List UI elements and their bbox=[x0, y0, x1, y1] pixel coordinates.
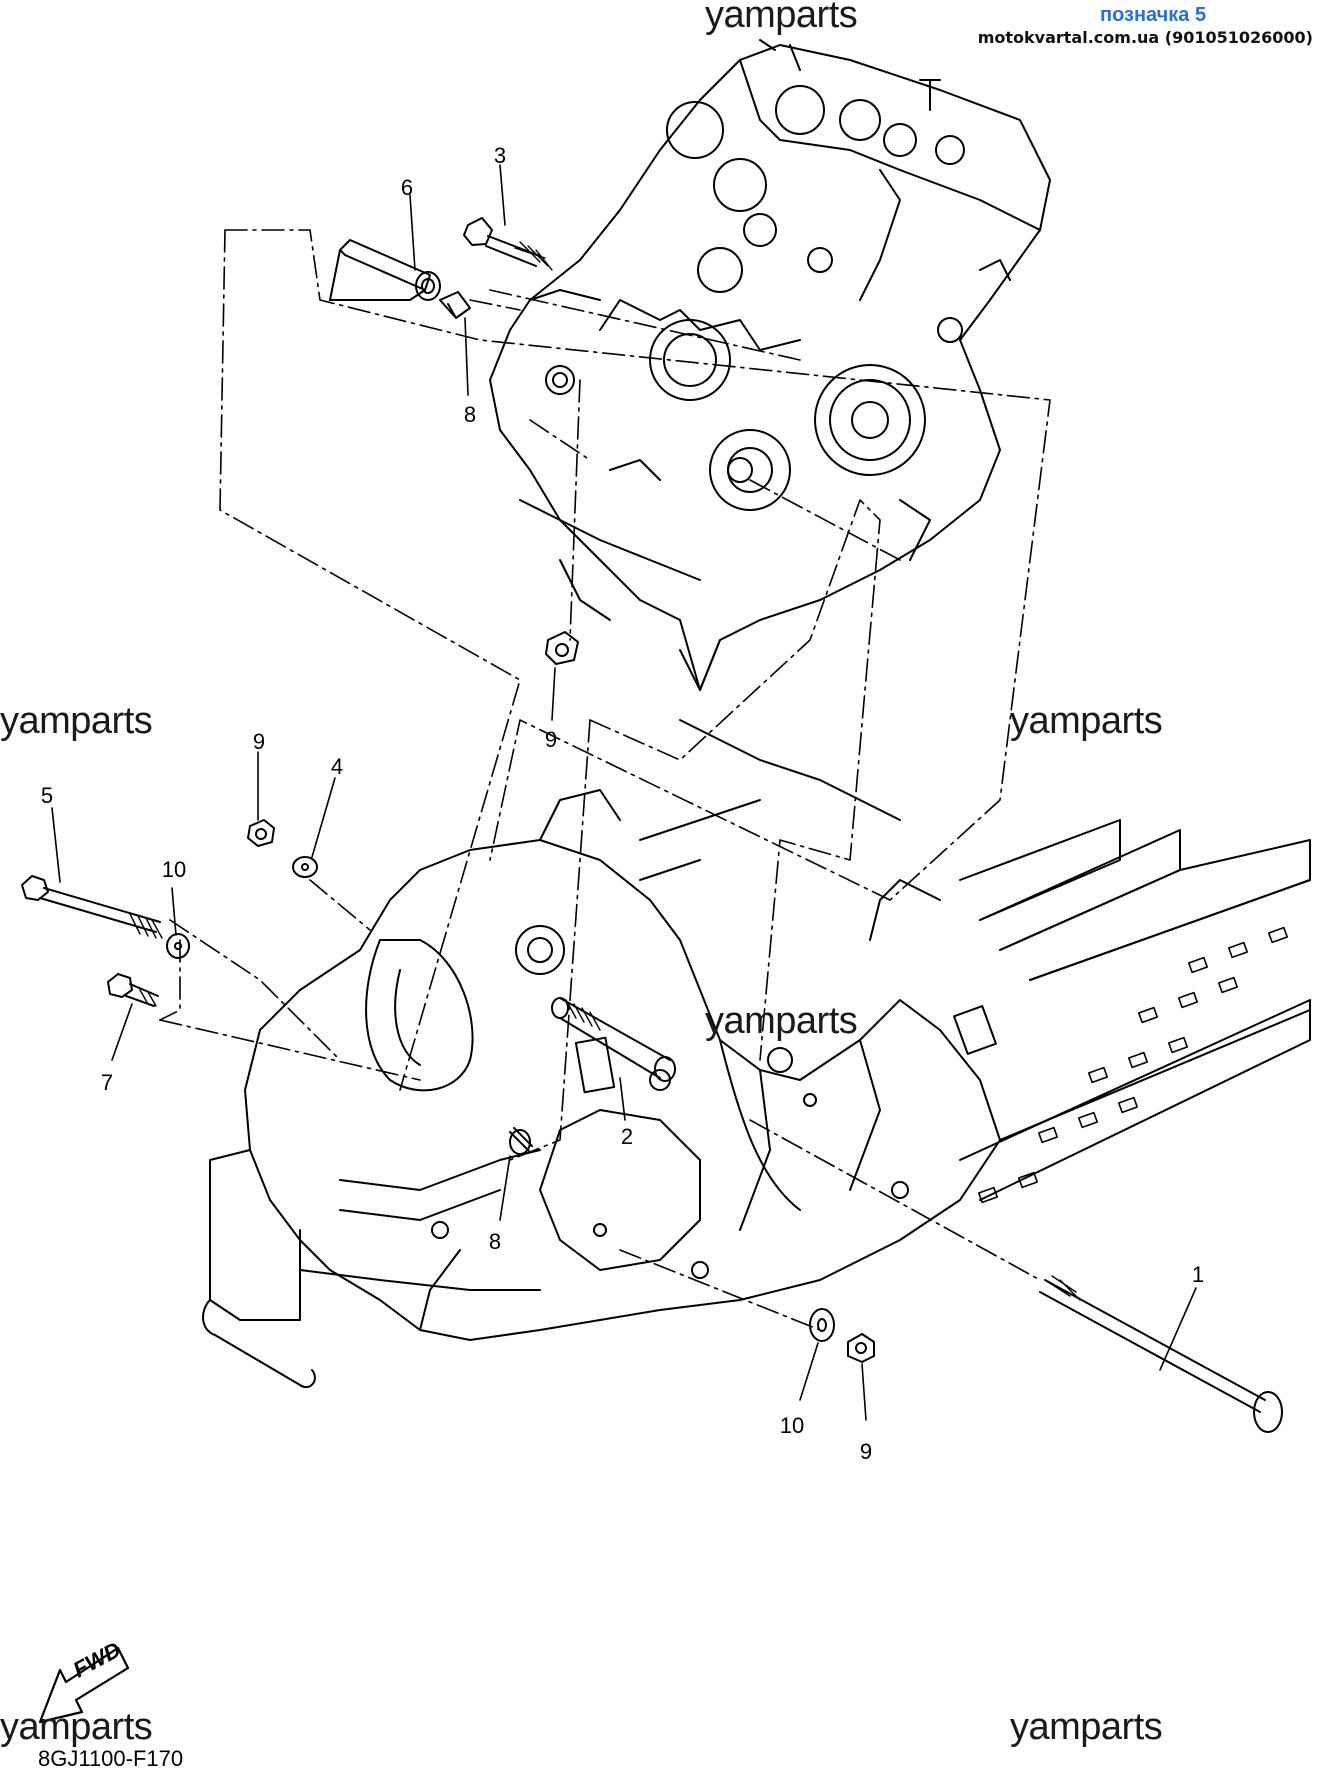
watermark: yamparts bbox=[705, 0, 858, 36]
callout-leaders bbox=[51, 164, 1197, 1421]
watermark: yamparts bbox=[0, 700, 153, 742]
nut-9-left bbox=[247, 819, 275, 847]
watermark: yamparts bbox=[705, 1000, 858, 1042]
callout-9: 9 bbox=[859, 1439, 873, 1464]
watermark: yamparts bbox=[0, 1706, 153, 1748]
callout-2: 2 bbox=[620, 1124, 634, 1149]
engine-assembly bbox=[489, 39, 1051, 691]
callout-8: 8 bbox=[488, 1229, 502, 1254]
washer-10-right bbox=[809, 1308, 835, 1342]
callout-3: 3 bbox=[493, 143, 507, 168]
bolt-7 bbox=[107, 973, 159, 1007]
washer-10-left bbox=[166, 933, 190, 959]
callout-6: 6 bbox=[400, 175, 414, 200]
callout-9: 9 bbox=[252, 729, 266, 754]
bolt-8-upper bbox=[439, 291, 471, 319]
header-title: позначка 5 bbox=[1100, 4, 1207, 26]
collar-6 bbox=[329, 239, 441, 301]
callout-8: 8 bbox=[463, 402, 477, 427]
callout-9: 9 bbox=[544, 727, 558, 752]
callout-7: 7 bbox=[100, 1070, 114, 1095]
bolt-3 bbox=[463, 217, 553, 271]
watermark: yamparts bbox=[1010, 1706, 1163, 1748]
alignment-lines bbox=[159, 229, 1051, 1331]
callout-10: 10 bbox=[161, 857, 187, 882]
bolt-8-lower bbox=[509, 1127, 533, 1155]
callout-5: 5 bbox=[40, 783, 54, 808]
forward-direction-arrow bbox=[38, 1646, 130, 1724]
nut-9-engine bbox=[545, 631, 579, 665]
watermark: yamparts bbox=[1010, 700, 1163, 742]
callout-1: 1 bbox=[1191, 1262, 1205, 1287]
stud-bolt-2 bbox=[551, 997, 676, 1082]
header-site: motokvartal.com.ua (901051026000) bbox=[977, 28, 1313, 47]
through-bolt-1 bbox=[1039, 1275, 1283, 1433]
washer-4 bbox=[292, 856, 318, 878]
callout-4: 4 bbox=[330, 754, 344, 779]
bolt-5 bbox=[21, 875, 163, 939]
nut-9-right bbox=[847, 1333, 875, 1363]
callout-10: 10 bbox=[779, 1413, 805, 1438]
skid-plate-holes bbox=[977, 926, 1289, 1204]
drawing-code: 8GJ1100-F170 bbox=[38, 1746, 184, 1771]
